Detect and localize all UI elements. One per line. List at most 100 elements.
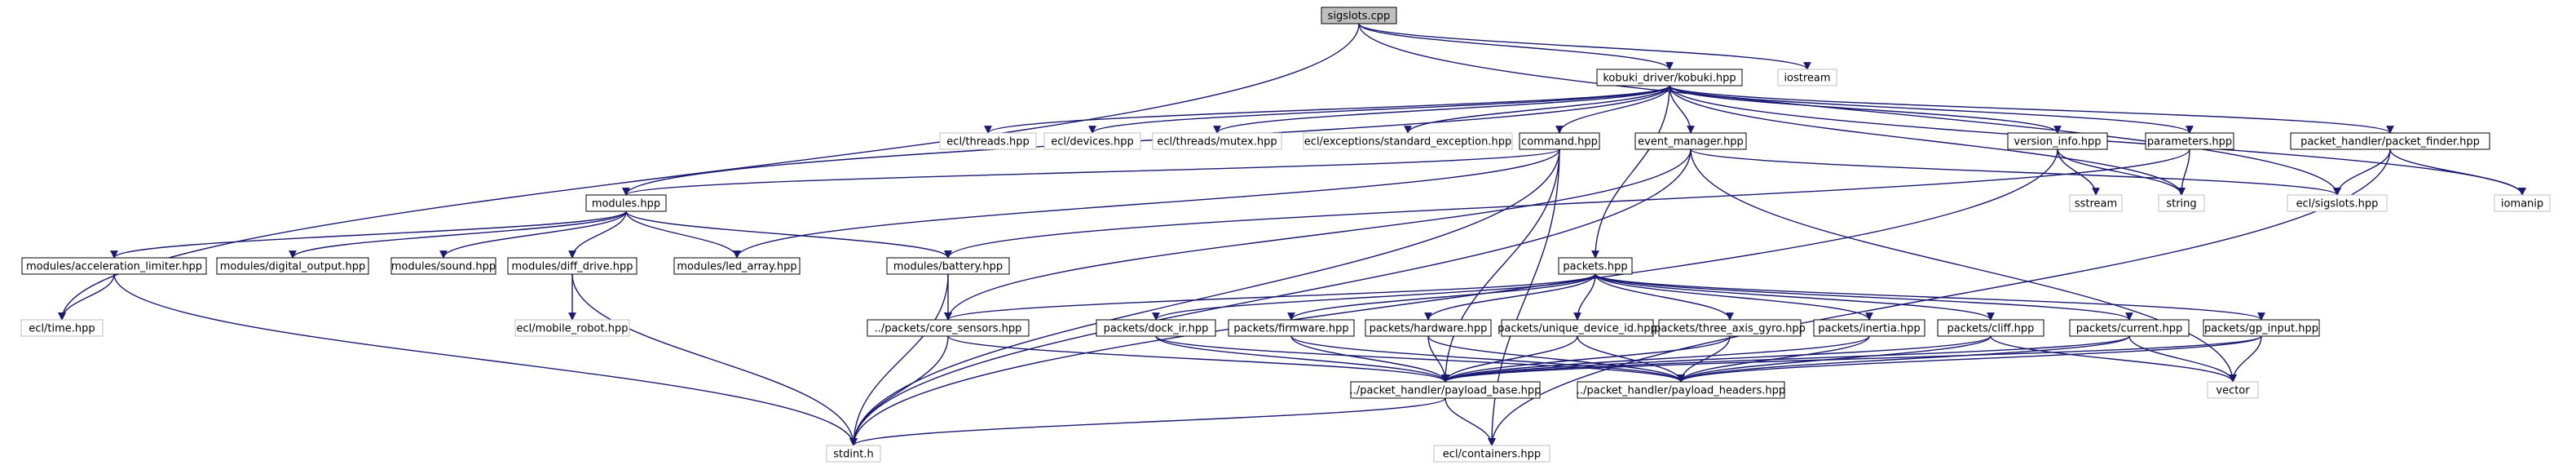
edge-kobuki_hpp-to-packet_finder <box>1669 85 2394 134</box>
node-sound[interactable]: modules/sound.hpp <box>390 257 496 275</box>
node-box <box>1433 445 1550 463</box>
edge-event_manager-to-core_sensors <box>944 148 1692 321</box>
node-box <box>1658 319 1802 337</box>
node-box <box>507 257 637 275</box>
node-parameters[interactable]: parameters.hpp <box>2145 132 2234 150</box>
edge-packets_hpp-to-firmware <box>1287 273 1596 321</box>
node-packet_finder[interactable]: packet_handler/packet_finder.hpp <box>2290 132 2490 150</box>
node-box <box>1096 319 1216 337</box>
edge-payload_base-to-stdint <box>849 397 1446 446</box>
edge-packets_hpp-to-three_axis <box>1595 273 1734 321</box>
edge-parameters-to-string <box>2177 148 2190 196</box>
node-sigslots_cpp[interactable]: sigslots.cpp <box>1321 7 1397 24</box>
node-core_sensors[interactable]: ../packets/core_sensors.hpp <box>867 319 1030 337</box>
node-box <box>1519 132 1600 150</box>
node-event_manager[interactable]: event_manager.hpp <box>1634 132 1747 150</box>
node-hardware[interactable]: packets/hardware.hpp <box>1365 319 1492 337</box>
node-inertia[interactable]: packets/inertia.hpp <box>1813 319 1925 337</box>
node-box <box>1228 319 1355 337</box>
node-label: version_info.hpp <box>2014 136 2101 148</box>
node-box <box>1365 319 1492 337</box>
node-cliff[interactable]: packets/cliff.hpp <box>1937 319 2044 337</box>
edge-three_axis-to-payload_base <box>1441 335 1731 383</box>
node-dock_ir[interactable]: packets/dock_ir.hpp <box>1096 319 1216 337</box>
edge-modules_hpp-to-diff_drive <box>568 210 627 259</box>
node-label: ecl/threads/mutex.hpp <box>1157 136 1277 148</box>
node-led_array[interactable]: modules/led_array.hpp <box>673 257 801 275</box>
node-box <box>514 319 630 337</box>
edge-command_hpp-to-payload_base <box>1441 148 1560 383</box>
node-payload_base[interactable]: ../packet_handler/payload_base.hpp <box>1350 381 1542 399</box>
edge-modules_hpp-to-digital_output <box>289 210 627 259</box>
edge-kobuki_hpp-to-ecl_devices <box>1088 85 1670 134</box>
node-box <box>1777 69 1837 86</box>
node-box <box>2203 319 2320 337</box>
node-stdint: stdint.h <box>826 445 881 463</box>
edge-command_hpp-to-ecl_containers <box>1488 148 1560 446</box>
edge-hardware-to-payload_base <box>1427 335 1449 383</box>
node-unique_id[interactable]: packets/unique_device_id.hpp <box>1498 319 1657 337</box>
node-box <box>673 257 801 275</box>
node-three_axis[interactable]: packets/three_axis_gyro.hpp <box>1654 319 1806 337</box>
edge-current-to-vector <box>2128 335 2237 383</box>
edge-packets_hpp-to-gp_input <box>1595 273 2265 321</box>
node-label: ecl/exceptions/standard_exception.hpp <box>1304 136 1511 148</box>
node-label: event_manager.hpp <box>1638 136 1744 148</box>
node-label: packets/cliff.hpp <box>1947 323 2035 335</box>
edge-core_sensors-to-payload_base <box>947 335 1449 383</box>
node-label: packets.hpp <box>1563 261 1627 273</box>
edge-dock_ir-to-payload_headers <box>1155 335 1685 383</box>
node-ecl_sigslots: ecl/sigslots.hpp <box>2287 194 2388 212</box>
node-acc_limiter[interactable]: modules/acceleration_limiter.hpp <box>21 257 207 275</box>
node-packets_hpp[interactable]: packets.hpp <box>1558 257 1633 275</box>
node-label: string <box>2166 198 2196 210</box>
node-diff_drive[interactable]: modules/diff_drive.hpp <box>507 257 637 275</box>
edge-packets_hpp-to-hardware <box>1424 273 1596 321</box>
node-label: packets/hardware.hpp <box>1370 323 1488 335</box>
node-label: iomanip <box>2501 198 2543 210</box>
edge-diff_drive-to-stdint <box>571 273 858 446</box>
node-gp_input[interactable]: packets/gp_input.hpp <box>2203 319 2320 337</box>
node-command_hpp[interactable]: command.hpp <box>1519 132 1600 150</box>
node-digital_output[interactable]: modules/digital_output.hpp <box>216 257 369 275</box>
edge-sigslots_cpp-to-kobuki_hpp <box>1358 23 1674 70</box>
node-box <box>1558 257 1633 275</box>
node-box <box>867 319 1030 337</box>
edge-cliff-to-payload_base <box>1441 335 1992 383</box>
edge-acc_limiter-to-ecl_time <box>58 273 115 321</box>
node-box <box>1813 319 1925 337</box>
node-label: packets/current.hpp <box>2076 323 2182 335</box>
node-label: sstream <box>2075 198 2117 210</box>
node-current[interactable]: packets/current.hpp <box>2069 319 2190 337</box>
node-box <box>2287 194 2388 212</box>
node-box <box>390 257 496 275</box>
node-ecl_time: ecl/time.hpp <box>20 319 104 337</box>
node-box <box>2494 194 2551 212</box>
edge-current-to-payload_headers <box>1677 335 2130 383</box>
node-string: string <box>2158 194 2205 212</box>
node-modules_hpp[interactable]: modules.hpp <box>585 194 667 212</box>
edge-kobuki_hpp-to-ecl_threads <box>984 85 1670 134</box>
node-label: iostream <box>1784 73 1830 85</box>
edges-layer <box>58 23 2526 446</box>
node-label: modules/diff_drive.hpp <box>512 261 633 273</box>
edge-battery-to-stdint <box>849 273 949 446</box>
node-label: modules/sound.hpp <box>391 261 496 273</box>
node-kobuki_hpp[interactable]: kobuki_driver/kobuki.hpp <box>1596 69 1743 86</box>
node-battery[interactable]: modules/battery.hpp <box>886 257 1010 275</box>
edge-current-to-payload_base <box>1441 335 2130 383</box>
edge-command_hpp-to-stdint <box>849 148 1560 446</box>
node-version_info[interactable]: version_info.hpp <box>2007 132 2108 150</box>
node-label: packets/firmware.hpp <box>1233 323 1348 335</box>
node-label: vector <box>2216 385 2250 397</box>
edge-kobuki_hpp-to-parameters <box>1669 85 2194 134</box>
node-payload_headers[interactable]: ../packet_handler/payload_headers.hpp <box>1577 381 1785 399</box>
node-firmware[interactable]: packets/firmware.hpp <box>1228 319 1355 337</box>
node-label: ecl/devices.hpp <box>1051 136 1134 148</box>
edge-packets_hpp-to-core_sensors <box>944 273 1596 321</box>
node-label: modules/led_array.hpp <box>677 261 796 273</box>
edge-hardware-to-payload_headers <box>1427 335 1685 383</box>
node-label: packet_handler/packet_finder.hpp <box>2300 136 2480 148</box>
node-label: ../packet_handler/payload_headers.hpp <box>1577 385 1785 397</box>
edge-kobuki_hpp-to-ecl_threads_mutex <box>1213 85 1670 134</box>
